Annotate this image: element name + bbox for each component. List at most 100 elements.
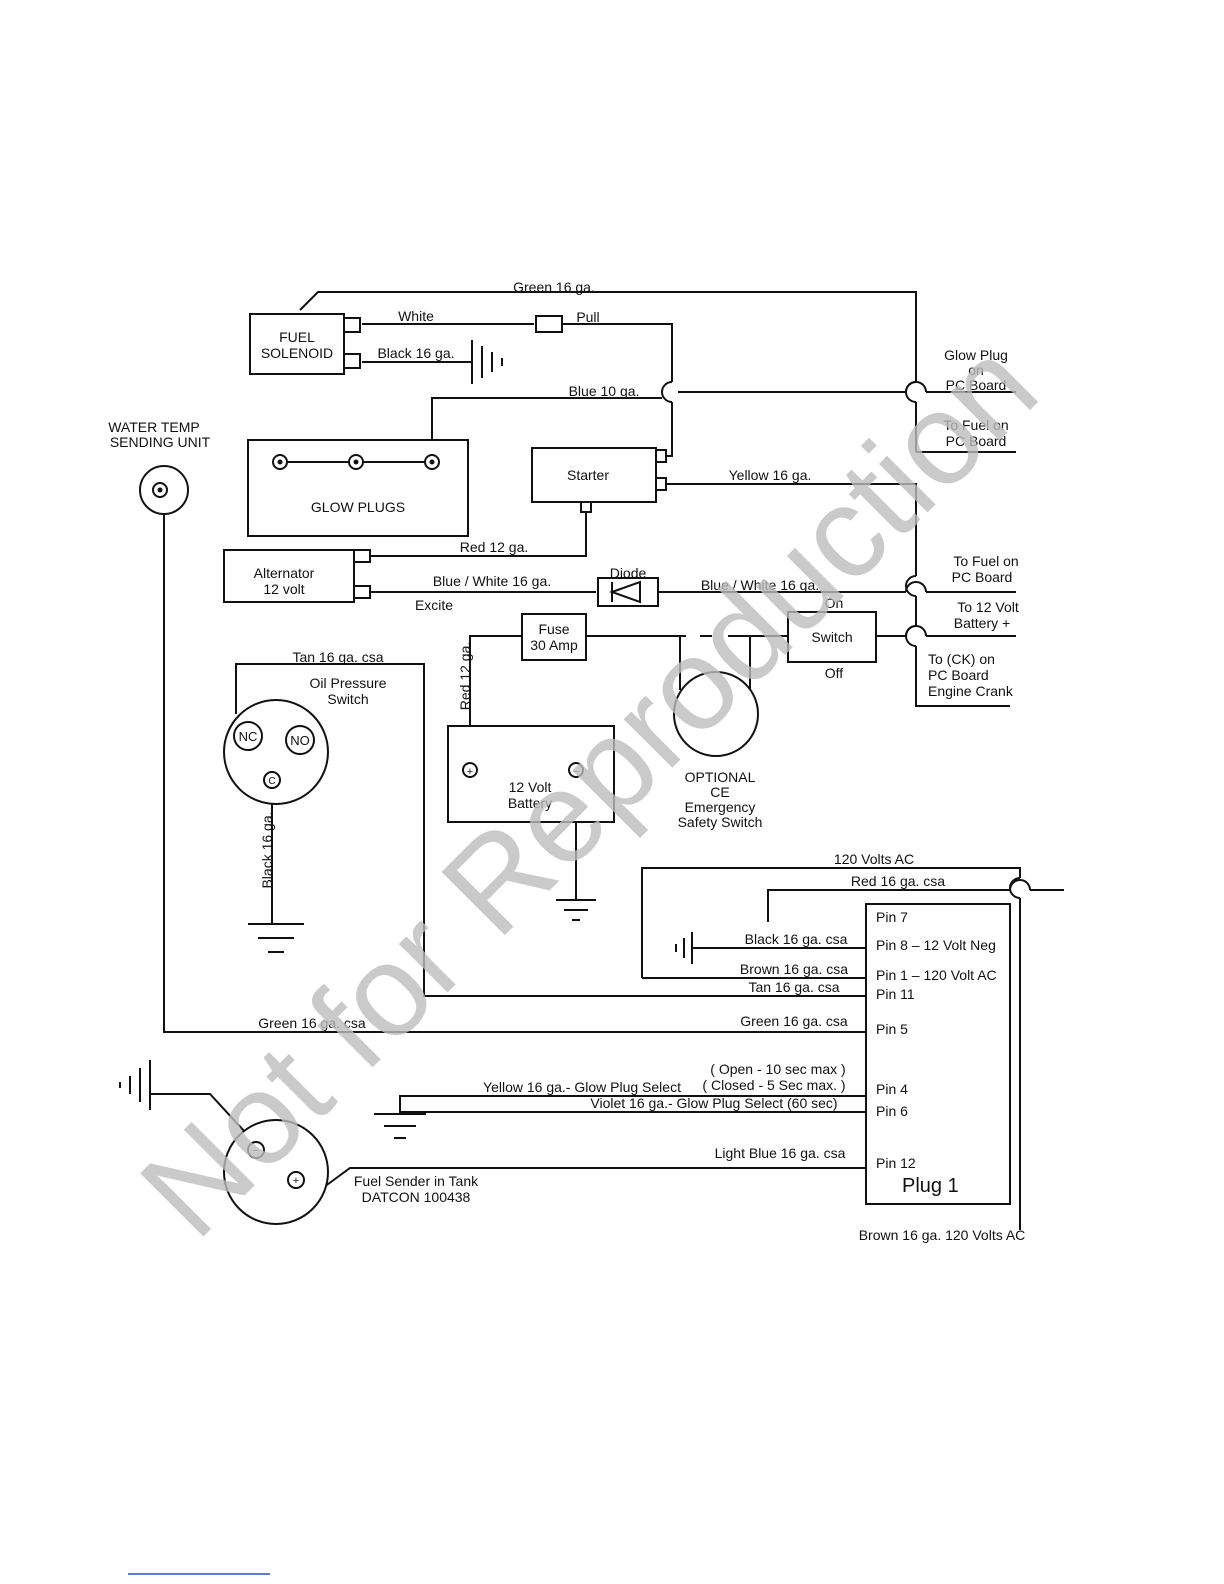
- wire-glow-pc-hop: [905, 381, 927, 393]
- label-green-csa-left: Green 16 ga. csa: [258, 1015, 366, 1031]
- glow-pc-label-1: Glow Plug: [944, 347, 1008, 363]
- label-blue-white-right: Blue / White 16 ga.: [701, 577, 819, 593]
- label-black-solenoid: Black 16 ga.: [377, 345, 454, 361]
- glow-plugs-label: GLOW PLUGS: [311, 499, 405, 515]
- ck-pc-label-1: To (CK) on: [928, 651, 995, 667]
- battery-plus-pc-label-2: Battery +: [954, 615, 1010, 631]
- label-brown-csa: Brown 16 ga. csa: [740, 961, 848, 977]
- label-excite: Excite: [415, 597, 453, 613]
- oil-pressure-switch: NC NO C Oil Pressure Switch: [223, 675, 387, 805]
- ground-icon-plug: [675, 932, 693, 964]
- wires: [150, 291, 1064, 1230]
- ground-icon-oil: [248, 923, 304, 953]
- battery-minus-icon: −: [573, 766, 579, 778]
- wire-yellow-hop1: [905, 575, 917, 597]
- label-brown-bottom: Brown 16 ga. 120 Volts AC: [859, 1227, 1026, 1243]
- switch-label: Switch: [811, 629, 852, 645]
- fuel-pc2-label-2: PC Board: [952, 569, 1013, 585]
- fuel-solenoid: FUEL SOLENOID: [249, 313, 361, 375]
- label-pull: Pull: [576, 309, 599, 325]
- pin11-label: Pin 11: [876, 986, 915, 1002]
- battery-plus-icon: +: [467, 766, 473, 778]
- battery-label-2: Battery: [508, 795, 552, 811]
- label-red-12-vertical: Red 12 ga.: [457, 642, 473, 711]
- glow-pc-label-2: on: [968, 362, 984, 378]
- wire-yellow-starter: [660, 483, 917, 576]
- ignition-switch: Switch On Off: [787, 595, 877, 681]
- wire-switch-hop: [905, 625, 927, 637]
- plug-label: Plug 1: [902, 1175, 959, 1197]
- diode: Diode: [597, 565, 659, 607]
- ground-icon-glow-select: [374, 1113, 426, 1139]
- oil-nc-label: NC: [239, 729, 258, 744]
- label-black-csa: Black 16 ga. csa: [745, 931, 848, 947]
- switch-on-label: On: [825, 595, 844, 611]
- wire-green-top: [299, 291, 917, 382]
- label-red-12: Red 12 ga.: [460, 539, 529, 555]
- switch-off-label: Off: [825, 665, 844, 681]
- ck-pc-label-2: PC Board: [928, 667, 989, 683]
- ground-symbols: [119, 340, 693, 1139]
- label-120v-top: 120 Volts AC: [834, 851, 914, 867]
- label-blue-10: Blue 10 ga.: [569, 383, 640, 399]
- label-open-10: ( Open - 10 sec max ): [710, 1061, 845, 1077]
- fuel-solenoid-label-1: FUEL: [279, 329, 315, 345]
- label-green-csa-right: Green 16 ga. csa: [740, 1013, 848, 1029]
- fuse: Fuse 30 Amp: [521, 613, 587, 661]
- pin4-label: Pin 4: [876, 1081, 908, 1097]
- sender-plus-icon: +: [293, 1175, 299, 1187]
- wire-yellow-down: [915, 646, 1010, 707]
- wire-water-green: [163, 514, 866, 1033]
- wire-sender-ground: [150, 1093, 257, 1145]
- fuel-sender: − + Fuel Sender in Tank DATCON 100438: [223, 1119, 479, 1225]
- pc-board-labels: Glow Plug on PC Board To Fuel on PC Boar…: [928, 347, 1019, 699]
- wire-pull: [562, 323, 673, 382]
- label-closed-5: ( Closed - 5 Sec max. ): [702, 1077, 845, 1093]
- alternator-label-1: Alternator: [254, 565, 315, 581]
- ground-icon-battery: [556, 899, 596, 921]
- pin1-label: Pin 1 – 120 Volt AC: [876, 967, 997, 983]
- ce-label-3: Emergency: [685, 799, 756, 815]
- alternator: Alternator 12 volt: [223, 549, 371, 603]
- starter-label: Starter: [567, 467, 609, 483]
- pin7-label: Pin 7: [876, 909, 908, 925]
- pin8-label: Pin 8 – 12 Volt Neg: [876, 937, 996, 953]
- oil-no-label: NO: [290, 733, 310, 748]
- oil-label-2: Switch: [327, 691, 368, 707]
- wire-tan: [235, 663, 866, 997]
- ce-label-1: OPTIONAL: [685, 769, 756, 785]
- label-light-blue: Light Blue 16 ga. csa: [715, 1145, 846, 1161]
- ck-pc-label-3: Engine Crank: [928, 683, 1014, 699]
- label-black-oil: Black 16 ga.: [259, 811, 275, 888]
- fuse-label-2: 30 Amp: [530, 637, 578, 653]
- optional-ce-switch: OPTIONAL CE Emergency Safety Switch: [673, 671, 762, 830]
- fuel-sender-label-1: Fuel Sender in Tank: [354, 1173, 479, 1189]
- wire-red-csa-hop: [1009, 879, 1031, 891]
- label-white: White: [398, 308, 434, 324]
- label-yellow-glow: Yellow 16 ga.- Glow Plug Select: [483, 1079, 681, 1095]
- battery-plus-pc-label-1: To 12 Volt: [957, 599, 1019, 615]
- wire-120v-top: [641, 867, 1021, 978]
- wire-light-blue: [319, 1167, 866, 1191]
- glow-pc-label-3: PC Board: [946, 377, 1007, 393]
- ground-icon-sender: [119, 1060, 151, 1110]
- water-temp-sender: WATER TEMP SENDING UNIT: [108, 419, 211, 515]
- wire-labels: Green 16 ga. White Pull Black 16 ga. Blu…: [258, 279, 1025, 1243]
- label-red-csa: Red 16 ga. csa: [851, 873, 945, 889]
- oil-c-label: C: [268, 776, 275, 787]
- fuel-pc2-label-1: To Fuel on: [953, 553, 1018, 569]
- water-temp-label-2: SENDING UNIT: [110, 434, 211, 450]
- fuel-sender-label-2: DATCON 100438: [362, 1189, 471, 1205]
- pin6-label: Pin 6: [876, 1103, 908, 1119]
- pull-connector: [535, 315, 563, 333]
- fuel-pc1-label-2: PC Board: [946, 433, 1007, 449]
- alternator-label-2: 12 volt: [263, 581, 304, 597]
- pin12-label: Pin 12: [876, 1155, 916, 1171]
- water-temp-label-1: WATER TEMP: [108, 419, 200, 435]
- wire-pull-down: [660, 402, 673, 457]
- wire-red-12: [370, 512, 587, 557]
- wire-pull-hop: [661, 381, 673, 403]
- wire-blue-white-hop: [905, 581, 927, 593]
- label-violet-glow: Violet 16 ga.- Glow Plug Select (60 sec): [590, 1095, 837, 1111]
